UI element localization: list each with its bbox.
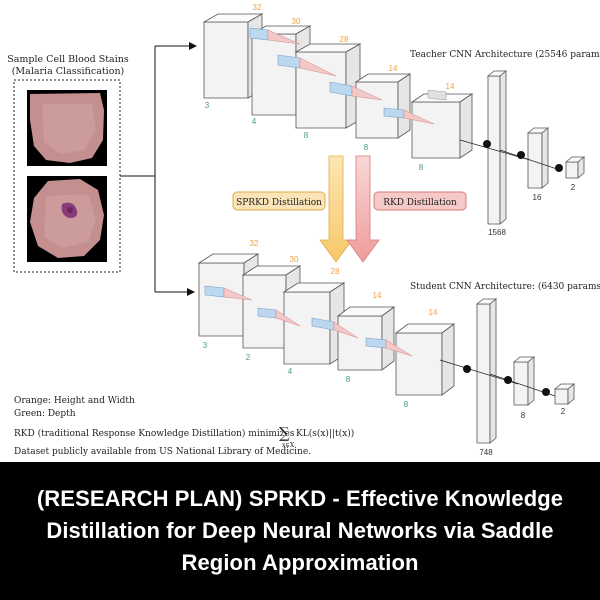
teacher-height-2: 30 xyxy=(292,17,301,26)
student-depth-4: 8 xyxy=(346,375,351,384)
samples-title-2: (Malaria Classification) xyxy=(12,66,125,77)
teacher-depth-4: 8 xyxy=(364,143,369,152)
teacher-height-3: 28 xyxy=(340,35,349,44)
teacher-conv-block-5 xyxy=(410,93,474,159)
student-conv-block-3 xyxy=(282,282,346,365)
teacher-node-3 xyxy=(555,164,563,172)
teacher-kernels xyxy=(249,27,447,125)
student-height-4: 14 xyxy=(373,291,382,300)
student-height-5: 14 xyxy=(429,308,438,317)
teacher-depth-3: 8 xyxy=(304,131,309,140)
legend-rkd-formula: KL(s(x)||t(x)) xyxy=(296,428,354,439)
teacher-conv-block-3 xyxy=(294,43,362,129)
student-dense-label-3: 2 xyxy=(561,407,566,416)
samples-title-1: Sample Cell Blood Stains xyxy=(7,54,129,65)
student-title: Student CNN Architecture: (6430 params) xyxy=(410,281,600,292)
teacher-depth-1: 3 xyxy=(205,101,210,110)
student-dense-2 xyxy=(553,383,576,405)
student-node-2 xyxy=(504,376,512,384)
teacher-height-1: 32 xyxy=(253,3,262,12)
sprkd-label-box xyxy=(232,191,326,211)
architecture-figure: Sample Cell Blood Stains (Malaria Classi… xyxy=(7,3,600,457)
student-node-3 xyxy=(542,388,550,396)
rkd-label: RKD Distillation xyxy=(383,198,457,208)
teacher-node-1 xyxy=(483,140,491,148)
sprkd-arrow xyxy=(319,155,353,263)
teacher-height-5: 14 xyxy=(446,82,455,91)
architecture-diagram: Sample Cell Blood Stains (Malaria Classi… xyxy=(7,3,600,457)
legend-rkd-text: RKD (traditional Response Knowledge Dist… xyxy=(14,428,295,439)
student-height-1: 32 xyxy=(250,239,259,248)
student-depth-1: 3 xyxy=(203,341,208,350)
student-dense-label-2: 8 xyxy=(521,411,526,420)
teacher-dense-label-3: 2 xyxy=(571,183,576,192)
student-depth-5: 8 xyxy=(404,400,409,409)
student-dense-label-1: 748 xyxy=(479,448,493,457)
teacher-depth-2: 4 xyxy=(252,117,257,126)
student-conv-block-5 xyxy=(394,323,456,396)
teacher-dense-1568 xyxy=(486,70,508,225)
sum-subscript: x∈X xyxy=(282,442,295,449)
legend-dataset: Dataset publicly available from US Natio… xyxy=(14,447,311,457)
teacher-node-2 xyxy=(517,151,525,159)
student-conv-block-4 xyxy=(336,306,396,371)
student-depth-3: 4 xyxy=(288,367,293,376)
teacher-dense-label-2: 16 xyxy=(533,193,542,202)
cell-image-uninfected xyxy=(27,90,107,166)
teacher-height-4: 14 xyxy=(389,64,398,73)
teacher-dense-16 xyxy=(526,127,550,189)
cell-image-infected xyxy=(27,176,107,262)
student-node-1 xyxy=(463,365,471,373)
sum-symbol: ∑ xyxy=(279,424,290,442)
legend-orange: Orange: Height and Width xyxy=(14,396,135,406)
teacher-conv-block-4 xyxy=(354,73,412,139)
student-dense-8 xyxy=(512,356,536,406)
student-kernels xyxy=(204,285,413,357)
sprkd-label: SPRKD Distillation xyxy=(236,198,322,208)
teacher-depth-5: 8 xyxy=(419,163,424,172)
student-dense-748 xyxy=(475,298,498,444)
rkd-label-box xyxy=(373,191,467,211)
teacher-title: Teacher CNN Architecture (25546 params) xyxy=(410,49,600,60)
student-depth-2: 2 xyxy=(246,353,251,362)
legend-green: Green: Depth xyxy=(14,409,76,419)
rkd-arrow xyxy=(346,155,380,263)
teacher-dense-label-1: 1568 xyxy=(488,228,506,237)
student-height-3: 28 xyxy=(331,267,340,276)
teacher-dense-2 xyxy=(564,156,586,179)
banner-title: (RESEARCH PLAN) SPRKD - Effective Knowle… xyxy=(36,486,564,575)
title-banner: (RESEARCH PLAN) SPRKD - Effective Knowle… xyxy=(0,462,600,600)
student-height-2: 30 xyxy=(290,255,299,264)
